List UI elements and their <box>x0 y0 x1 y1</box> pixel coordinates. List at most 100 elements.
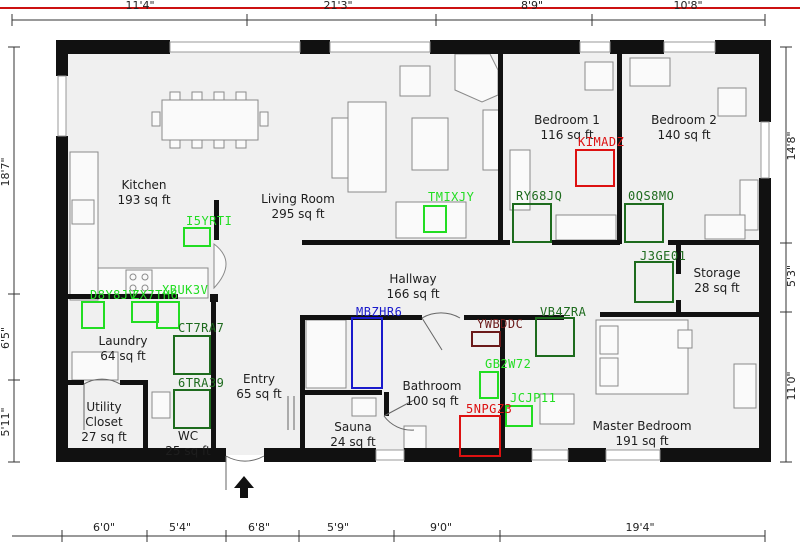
exterior-wall-bottom <box>56 448 226 462</box>
pillow <box>599 357 619 387</box>
room-name-wc: WC <box>178 429 198 443</box>
interior-wall <box>143 380 148 452</box>
bathtub-frame <box>305 319 347 389</box>
dimension-right: 11'0" <box>785 371 798 400</box>
room-name-utility-closet-line-2: Closet <box>85 415 123 429</box>
tag-label: I5YRTI <box>186 214 232 228</box>
exterior-wall-bottom <box>264 448 376 462</box>
sofa <box>347 101 387 193</box>
walls <box>56 40 771 462</box>
dimension-bottom: 6'8" <box>248 521 270 534</box>
armchair <box>395 201 467 239</box>
tag-label: VB4ZRA <box>540 305 587 319</box>
dimension-bottom: 9'0" <box>430 521 452 534</box>
interior-wall <box>552 240 620 245</box>
dimension-top: 21'3" <box>323 0 352 12</box>
dimension-lines <box>8 14 792 542</box>
tag-label: CT7RA7 <box>178 321 224 335</box>
dining-chair <box>213 139 225 149</box>
tag-box[interactable] <box>423 205 447 233</box>
desk <box>704 214 746 240</box>
tag-label: MBZHR6 <box>356 305 402 319</box>
dining-chair <box>191 139 203 149</box>
room-name-hallway: Hallway <box>389 272 436 286</box>
dimension-top: 10'8" <box>673 0 702 12</box>
interior-wall <box>62 294 178 299</box>
tag-box[interactable] <box>471 331 501 347</box>
tag-box[interactable] <box>351 317 383 389</box>
tag-label: XBUK3V <box>162 283 208 297</box>
dimension-right: 5'3" <box>785 265 798 287</box>
tag-label: KIMADZ <box>578 135 624 149</box>
interior-wall <box>302 240 510 245</box>
room-area-kitchen: 193 sq ft <box>117 193 170 207</box>
sofa-side <box>331 117 349 179</box>
door-swing <box>383 399 415 431</box>
dimension-labels: 11'4" 21'3" 8'9" 10'8" 6'0" 5'4" 6'8" 5'… <box>0 0 798 534</box>
exterior-wall-right <box>759 178 771 462</box>
wc-toilet <box>151 391 171 419</box>
tag-box[interactable] <box>505 405 533 427</box>
interior-wall <box>600 312 763 317</box>
armchair <box>584 61 614 91</box>
furniture-layer <box>69 53 759 451</box>
tag-label: GB2W72 <box>485 357 531 371</box>
room-name-utility-closet-line-1: Utility <box>86 400 121 414</box>
bed <box>629 57 671 87</box>
laundry-machine <box>71 351 119 381</box>
tag-box[interactable] <box>173 335 211 375</box>
tag-box[interactable] <box>459 415 501 457</box>
bed <box>509 149 531 211</box>
entry-door-swing <box>225 455 265 490</box>
tag-box[interactable] <box>156 301 180 329</box>
room-name-laundry: Laundry <box>99 334 148 348</box>
room-name-bedroom-1: Bedroom 1 <box>534 113 600 127</box>
tag-box[interactable] <box>634 261 674 303</box>
dining-chair <box>169 139 181 149</box>
interior-wall <box>384 392 389 416</box>
door-swing <box>421 312 461 351</box>
tag-box[interactable] <box>575 149 615 187</box>
side-cabinet <box>482 109 500 171</box>
room-area-bathroom: 100 sq ft <box>405 394 458 408</box>
interior-wall <box>676 300 681 316</box>
tag-label: 6TRA39 <box>178 376 224 390</box>
dimension-bottom: 6'0" <box>93 521 115 534</box>
tag-box[interactable] <box>535 317 575 357</box>
tag-box[interactable] <box>81 301 105 329</box>
room-area-master-bedroom: 191 sq ft <box>615 434 668 448</box>
room-area-sauna: 24 sq ft <box>330 435 376 449</box>
tag-label: 0QS8MO <box>628 189 674 203</box>
interior-wall <box>120 380 146 385</box>
tag-box[interactable] <box>173 389 211 429</box>
door-swing <box>83 378 121 430</box>
exterior-wall-right <box>759 40 771 122</box>
exterior-wall-top <box>715 40 771 54</box>
dimension-right: 14'8" <box>785 131 798 160</box>
door-swings <box>83 312 461 490</box>
exterior-wall-top <box>610 40 664 54</box>
tag-label: D8Y8JV <box>90 288 136 302</box>
armchair <box>539 393 575 425</box>
tag-box[interactable] <box>512 203 552 243</box>
room-area-utility-closet: 27 sq ft <box>81 430 127 444</box>
interior-wall <box>62 380 84 385</box>
entry-arrow-icon <box>234 476 254 498</box>
interior-wall <box>668 240 763 245</box>
tag-label: RY68JQ <box>516 189 562 203</box>
tag-box[interactable] <box>479 371 499 399</box>
dining-chair <box>235 139 247 149</box>
room-area-living-room: 295 sq ft <box>271 207 324 221</box>
exterior-wall-bottom <box>568 448 606 462</box>
tag-box[interactable] <box>624 203 664 243</box>
tag-box[interactable] <box>183 227 211 247</box>
kitchen-sink <box>71 199 95 225</box>
exterior-wall-top <box>430 40 580 54</box>
room-name-living-room: Living Room <box>261 192 335 206</box>
room-name-bathroom: Bathroom <box>403 379 462 393</box>
dimension-top: 8'9" <box>521 0 543 12</box>
wardrobe <box>555 214 617 241</box>
sauna-bench <box>351 397 377 417</box>
